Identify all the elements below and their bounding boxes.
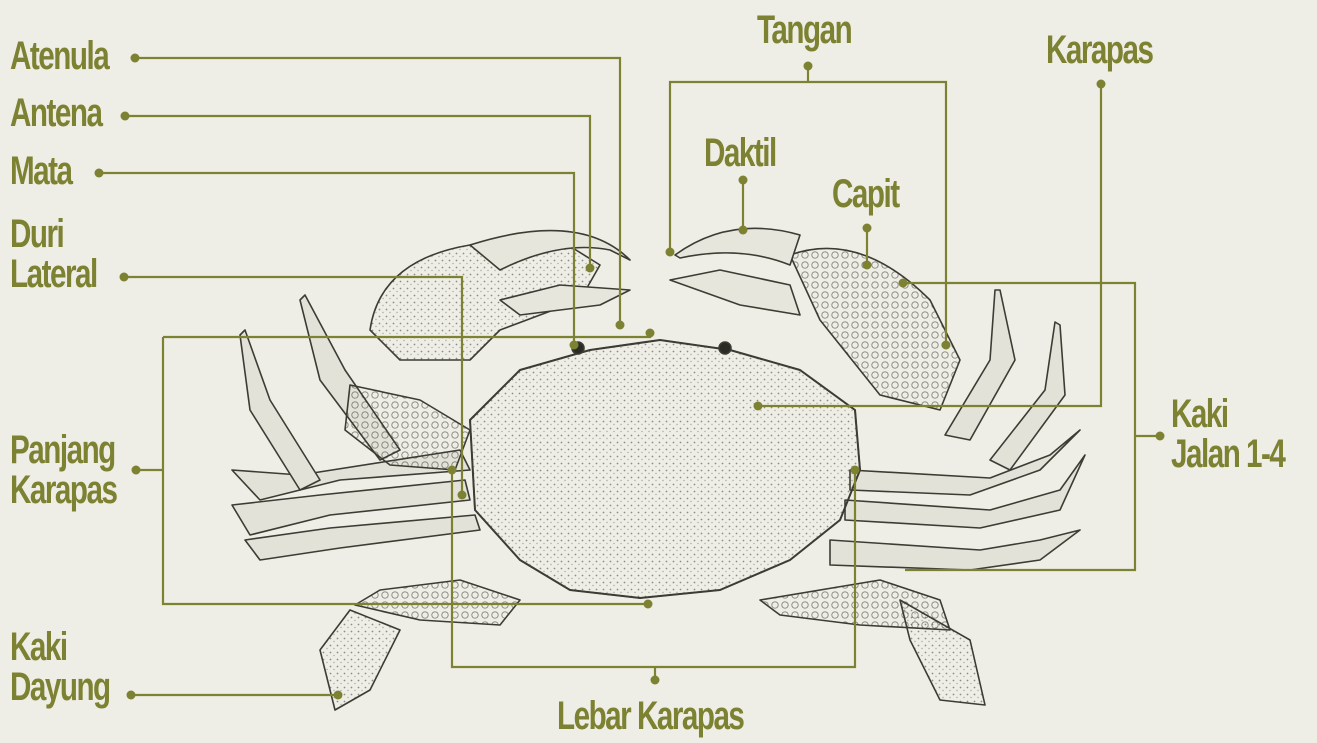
atenula-line: [135, 58, 620, 325]
label-duri-lateral-line1: Duri: [10, 214, 97, 254]
label-panjang-karapas: Panjang Karapas: [10, 430, 116, 510]
karapas-line: [758, 84, 1101, 406]
label-atenula: Atenula: [10, 36, 108, 76]
label-daktil: Daktil: [704, 133, 776, 173]
label-panjang-karapas-line2: Karapas: [10, 470, 116, 510]
label-kaki-dayung-line1: Kaki: [10, 627, 110, 667]
label-lebar-karapas: Lebar Karapas: [557, 696, 743, 736]
mata-line: [99, 173, 574, 345]
panjang-karapas-bracket: [163, 337, 648, 604]
label-panjang-karapas-line1: Panjang: [10, 430, 116, 470]
label-capit: Capit: [832, 174, 899, 214]
label-karapas: Karapas: [1046, 30, 1152, 70]
label-kaki-jalan-line2: Jalan 1-4: [1171, 434, 1284, 474]
label-tangan: Tangan: [757, 10, 851, 50]
antena-line: [125, 116, 590, 268]
label-kaki-jalan: Kaki Jalan 1-4: [1171, 394, 1284, 474]
label-mata: Mata: [10, 151, 72, 191]
lebar-karapas-bracket: [452, 470, 855, 667]
label-duri-lateral-line2: Lateral: [10, 254, 97, 294]
label-kaki-dayung-line2: Dayung: [10, 667, 110, 707]
label-antena: Antena: [10, 93, 101, 133]
label-kaki-jalan-line1: Kaki: [1171, 394, 1284, 434]
label-kaki-dayung: Kaki Dayung: [10, 627, 110, 707]
duri-lateral-line: [124, 277, 462, 495]
label-duri-lateral: Duri Lateral: [10, 214, 97, 294]
tangan-bracket: [670, 82, 946, 345]
panjang-karapas-top: [163, 333, 650, 337]
